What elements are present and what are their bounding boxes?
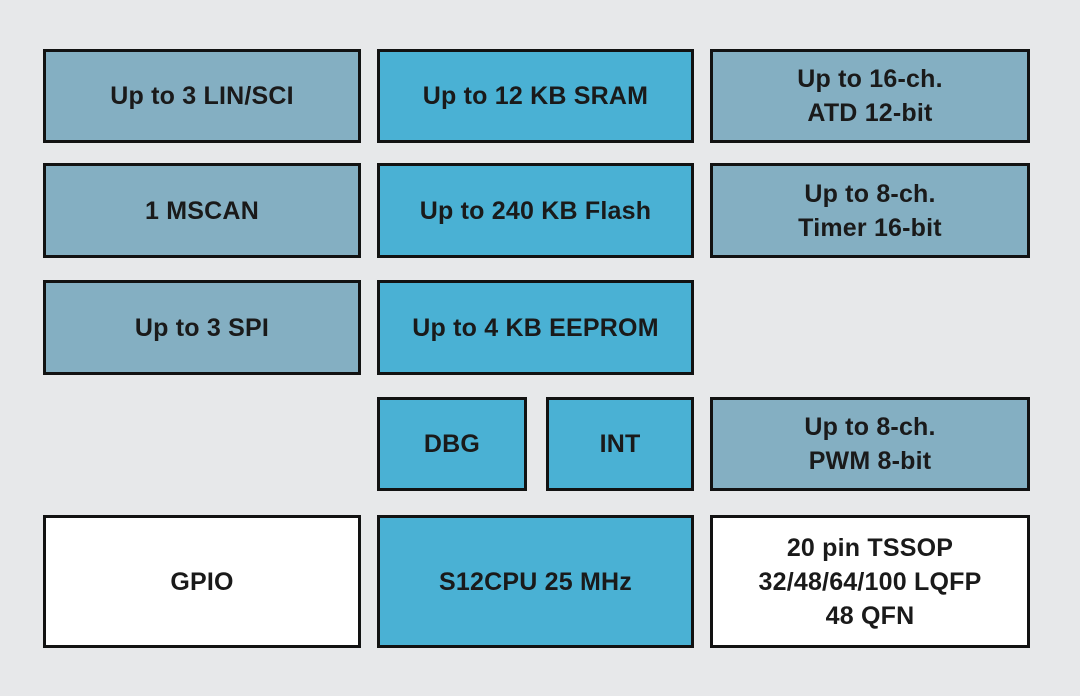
block-eeprom-label: Up to 4 KB EEPROM	[412, 313, 659, 342]
block-timer-label: Up to 8-ch. Timer 16-bit	[798, 179, 942, 242]
block-dbg: DBG	[377, 397, 527, 491]
block-cpu-label: S12CPU 25 MHz	[439, 567, 632, 596]
block-lin-sci: Up to 3 LIN/SCI	[43, 49, 361, 143]
block-mscan-label: 1 MSCAN	[145, 196, 259, 225]
block-atd: Up to 16-ch. ATD 12-bit	[710, 49, 1030, 143]
block-package-label: 20 pin TSSOP 32/48/64/100 LQFP 48 QFN	[758, 533, 982, 630]
block-sram: Up to 12 KB SRAM	[377, 49, 694, 143]
block-package: 20 pin TSSOP 32/48/64/100 LQFP 48 QFN	[710, 515, 1030, 648]
block-cpu: S12CPU 25 MHz	[377, 515, 694, 648]
block-gpio-label: GPIO	[170, 567, 234, 596]
block-dbg-label: DBG	[423, 430, 481, 458]
block-int: INT	[546, 397, 694, 491]
block-spi-label: Up to 3 SPI	[134, 313, 270, 342]
block-mscan: 1 MSCAN	[43, 163, 361, 258]
block-eeprom: Up to 4 KB EEPROM	[377, 280, 694, 375]
block-flash-label: Up to 240 KB Flash	[419, 196, 652, 225]
block-sram-label: Up to 12 KB SRAM	[422, 82, 649, 110]
block-gpio: GPIO	[43, 515, 361, 648]
block-pwm-label: Up to 8-ch. PWM 8-bit	[804, 413, 936, 475]
block-atd-label: Up to 16-ch. ATD 12-bit	[797, 65, 943, 127]
block-int-label: INT	[599, 430, 641, 458]
block-flash: Up to 240 KB Flash	[377, 163, 694, 258]
block-lin-sci-label: Up to 3 LIN/SCI	[110, 82, 294, 110]
block-spi: Up to 3 SPI	[43, 280, 361, 375]
block-pwm: Up to 8-ch. PWM 8-bit	[710, 397, 1030, 491]
block-timer: Up to 8-ch. Timer 16-bit	[710, 163, 1030, 258]
